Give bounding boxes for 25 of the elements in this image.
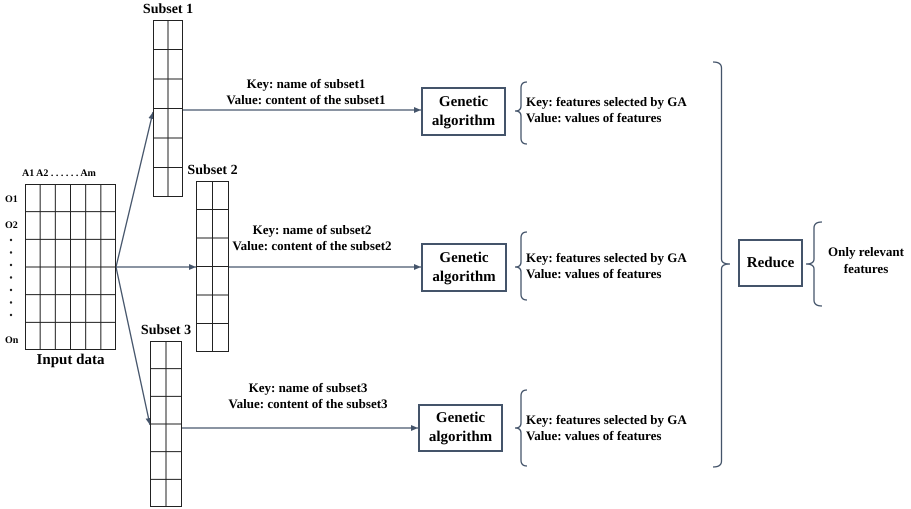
arrow (116, 264, 196, 270)
arrow (229, 264, 421, 270)
axis-label: O2 (5, 219, 18, 233)
process-box: Reduce (738, 239, 803, 287)
text-label: Key: features selected by GA Value: values of features (526, 94, 687, 126)
process-box: Genetic algorithm (418, 404, 503, 452)
text-label: Only relevant features (827, 243, 905, 277)
arrow (115, 112, 154, 268)
process-box: Genetic algorithm (421, 243, 507, 292)
axis-label: On (5, 334, 18, 348)
axis-label: O1 (5, 193, 18, 207)
edge-label: Key: name of subset2 Value: content of the subset2 (232, 222, 392, 254)
grid-title: Input data (36, 351, 104, 370)
text-label: Key: features selected by GA Value: values of features (526, 412, 687, 444)
arrow (182, 425, 418, 431)
arrow (183, 107, 421, 113)
arrow (115, 266, 152, 426)
axis-label: A1 A2 . . . . . . Am (22, 167, 96, 181)
grid-title: Subset 1 (142, 1, 194, 19)
grid-title: Subset 3 (140, 322, 192, 340)
edge-label: Key: name of subset1 Value: content of the subset1 (226, 76, 386, 108)
process-box: Genetic algorithm (421, 87, 506, 136)
edge-label: Key: name of subset3 Value: content of the subset3 (228, 380, 388, 412)
text-label: Key: features selected by GA Value: values of features (526, 250, 687, 282)
grid-title: Subset 2 (187, 162, 238, 180)
